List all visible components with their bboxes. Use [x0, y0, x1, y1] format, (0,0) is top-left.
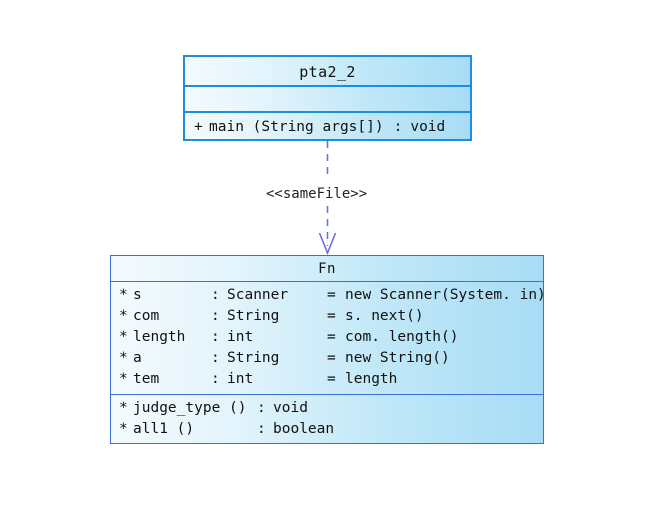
attribute-name: com — [133, 308, 160, 324]
operation-return-type: void — [273, 400, 308, 416]
visibility-marker: * — [119, 371, 128, 387]
attribute-equals: = — [327, 287, 336, 303]
uml-class-pta2_2[interactable]: pta2_2 + main (String args[]) : void — [183, 55, 472, 141]
attribute-name: tem — [133, 371, 160, 387]
operation-colon: : — [393, 119, 403, 135]
operation-row[interactable]: * all1 () : boolean — [111, 419, 543, 440]
attribute-row[interactable]: * a : String = new String() — [111, 348, 543, 369]
operation-return-type: void — [410, 119, 446, 135]
attribute-type: int — [227, 329, 254, 345]
operation-row[interactable]: + main (String args[]) : void — [185, 115, 470, 139]
attribute-type: String — [227, 350, 280, 366]
operations-compartment-Fn: * judge_type () : void * all1 () : boole… — [111, 395, 543, 444]
attribute-default-value: length — [345, 371, 398, 387]
attribute-colon: : — [211, 329, 220, 345]
attribute-type: int — [227, 371, 254, 387]
class-name-pta2_2: pta2_2 — [185, 57, 470, 87]
attribute-type: String — [227, 308, 280, 324]
attribute-name: length — [133, 329, 186, 345]
attribute-equals: = — [327, 329, 336, 345]
attribute-equals: = — [327, 350, 336, 366]
attribute-default-value: new String() — [345, 350, 450, 366]
attribute-row[interactable]: * tem : int = length — [111, 369, 543, 390]
attribute-colon: : — [211, 350, 220, 366]
attribute-row[interactable]: * s : Scanner = new Scanner(System. in) — [111, 285, 543, 306]
attribute-colon: : — [211, 308, 220, 324]
attribute-row[interactable]: * com : String = s. next() — [111, 306, 543, 327]
operation-return-type: boolean — [273, 421, 335, 437]
dependency-arrowhead — [318, 232, 337, 256]
operation-colon: : — [257, 400, 266, 416]
attribute-row[interactable]: * length : int = com. length() — [111, 327, 543, 348]
attribute-default-value: com. length() — [345, 329, 459, 345]
visibility-marker: + — [194, 119, 203, 135]
attribute-equals: = — [327, 371, 336, 387]
attribute-type: Scanner — [227, 287, 289, 303]
visibility-marker: * — [119, 287, 128, 303]
visibility-marker: * — [119, 329, 128, 345]
operation-row[interactable]: * judge_type () : void — [111, 398, 543, 419]
attribute-name: a — [133, 350, 142, 366]
attribute-default-value: new Scanner(System. in) — [345, 287, 543, 303]
operations-compartment-pta2_2: + main (String args[]) : void — [185, 113, 470, 143]
attribute-colon: : — [211, 371, 220, 387]
attribute-colon: : — [211, 287, 220, 303]
visibility-marker: * — [119, 400, 128, 416]
class-name-Fn: Fn — [111, 256, 543, 282]
visibility-marker: * — [119, 308, 128, 324]
attributes-compartment-pta2_2 — [185, 87, 470, 113]
visibility-marker: * — [119, 421, 128, 437]
visibility-marker: * — [119, 350, 128, 366]
attribute-equals: = — [327, 308, 336, 324]
operation-colon: : — [257, 421, 266, 437]
attribute-default-value: s. next() — [345, 308, 424, 324]
operation-signature: judge_type () — [133, 400, 247, 416]
uml-class-Fn[interactable]: Fn * s : Scanner = new Scanner(System. i… — [110, 255, 544, 444]
operation-signature: main (String args[]) — [209, 119, 384, 135]
attributes-compartment-Fn: * s : Scanner = new Scanner(System. in) … — [111, 282, 543, 395]
attribute-name: s — [133, 287, 142, 303]
relationship-stereotype-label: <<sameFile>> — [266, 186, 368, 202]
operation-signature: all1 () — [133, 421, 195, 437]
